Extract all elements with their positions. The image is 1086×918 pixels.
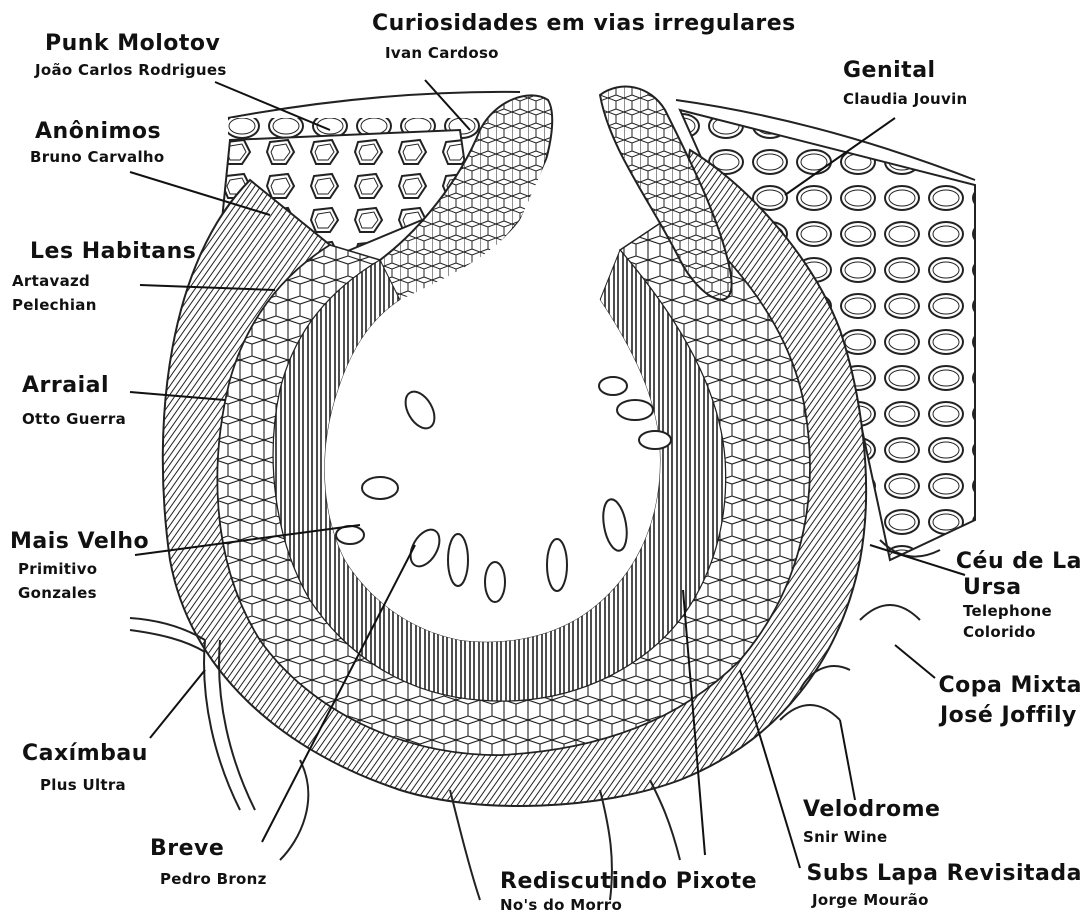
label-subtitle: Pedro Bronz <box>160 870 267 888</box>
label-subtitle-2: Pelechian <box>12 296 97 314</box>
label-les-habitans: Les Habitans Artavazd Pelechian <box>12 239 196 314</box>
label-title: Copa Mixta <box>939 673 1083 698</box>
label-punk-molotov: Punk Molotov João Carlos Rodrigues <box>34 31 227 79</box>
label-title: Breve <box>150 836 224 861</box>
label-subtitle: Ivan Cardoso <box>385 44 499 62</box>
label-subtitle: José Joffily <box>938 703 1077 728</box>
label-subtitle: No's do Morro <box>500 896 622 914</box>
label-mais-velho: Mais Velho Primitivo Gonzales <box>10 529 149 602</box>
label-subtitle: João Carlos Rodrigues <box>34 61 227 79</box>
label-subs-lapa-revisitada: Subs Lapa Revisitada Jorge Mourão <box>807 861 1082 909</box>
label-subtitle: Bruno Carvalho <box>30 148 164 166</box>
label-title: Arraial <box>22 373 109 398</box>
label-title: Anônimos <box>35 119 161 144</box>
label-subtitle: Primitivo <box>18 560 97 578</box>
label-subtitle: Artavazd <box>12 272 90 290</box>
label-subtitle: Jorge Mourão <box>811 891 929 909</box>
label-velodrome: Velodrome Snir Wine <box>803 797 940 846</box>
label-subtitle: Otto Guerra <box>22 410 126 428</box>
label-title: Rediscutindo Pixote <box>500 869 757 894</box>
label-title: Caxímbau <box>22 741 148 766</box>
label-subtitle-2: Colorido <box>963 623 1036 641</box>
label-copa-mixta: Copa Mixta José Joffily <box>938 673 1082 728</box>
label-title-2: Ursa <box>963 575 1022 600</box>
label-title: Les Habitans <box>30 239 196 264</box>
label-title: Subs Lapa Revisitada <box>807 861 1082 886</box>
label-title: Mais Velho <box>10 529 149 554</box>
label-breve: Breve Pedro Bronz <box>150 836 267 888</box>
label-subtitle: Plus Ultra <box>40 776 126 794</box>
label-title: Céu de La <box>956 549 1082 574</box>
label-subtitle: Telephone <box>963 602 1052 620</box>
label-title: Punk Molotov <box>45 31 221 56</box>
label-anonimos: Anônimos Bruno Carvalho <box>30 119 164 166</box>
label-subtitle: Claudia Jouvin <box>843 90 968 108</box>
label-subtitle-2: Gonzales <box>18 584 97 602</box>
label-title: Velodrome <box>803 797 940 822</box>
label-ceu-de-la-ursa: Céu de La Ursa Telephone Colorido <box>956 549 1082 641</box>
label-arraial: Arraial Otto Guerra <box>22 373 126 428</box>
label-title: Curiosidades em vias irregulares <box>372 11 796 36</box>
label-rediscutindo-pixote: Rediscutindo Pixote No's do Morro <box>500 869 757 914</box>
label-caximbau: Caxímbau Plus Ultra <box>22 741 148 794</box>
label-subtitle: Snir Wine <box>803 828 887 846</box>
label-curiosidades: Curiosidades em vias irregulares Ivan Ca… <box>372 11 796 62</box>
label-title: Genital <box>843 58 936 83</box>
label-genital: Genital Claudia Jouvin <box>843 58 968 108</box>
